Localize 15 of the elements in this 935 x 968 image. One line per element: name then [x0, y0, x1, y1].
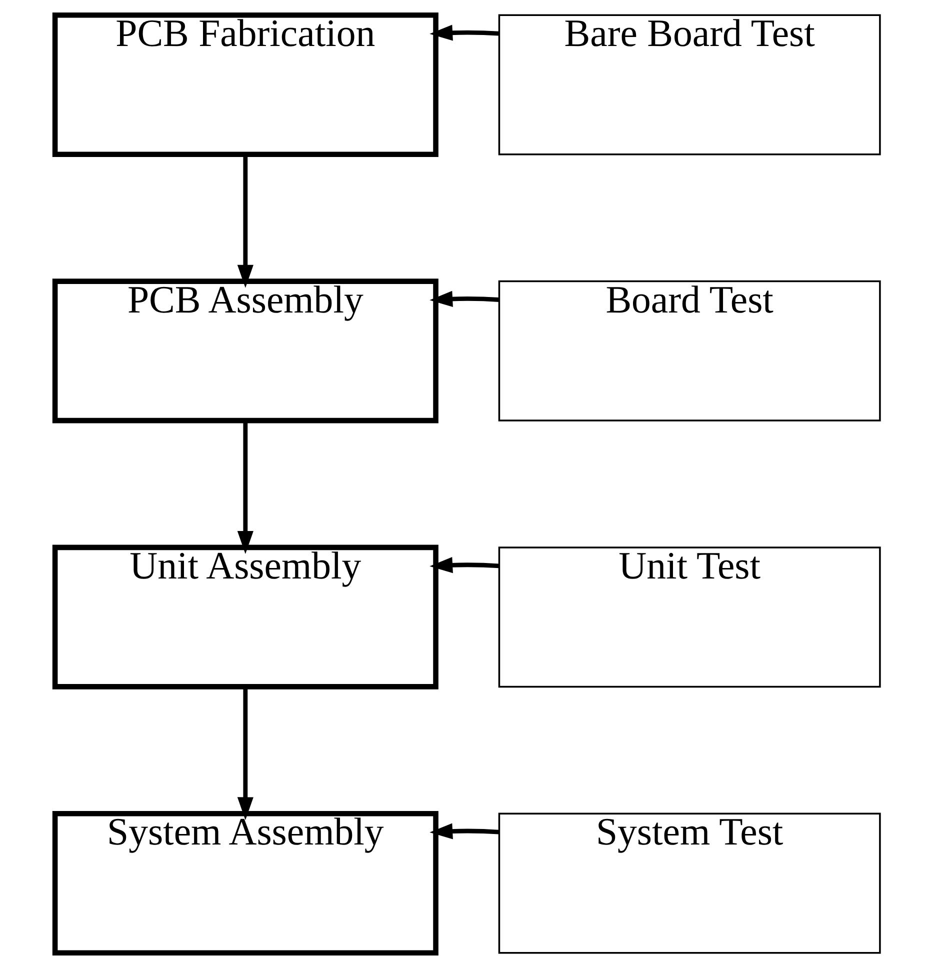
node-box: PCB Fabrication — [52, 12, 438, 158]
node-box: PCB Assembly — [52, 278, 438, 424]
node-box: System Assembly — [52, 810, 438, 956]
node-box: Bare Board Test — [498, 14, 881, 156]
node-box: Unit Assembly — [52, 544, 438, 690]
node-box: System Test — [498, 812, 881, 954]
arrow — [430, 290, 500, 307]
node-box: Unit Test — [498, 546, 881, 688]
arrow — [430, 823, 500, 840]
arrow — [237, 421, 254, 554]
arrow — [237, 687, 254, 820]
arrow — [237, 154, 254, 288]
arrow — [430, 557, 500, 574]
node-box: Board Test — [498, 280, 881, 422]
arrow — [430, 24, 500, 41]
